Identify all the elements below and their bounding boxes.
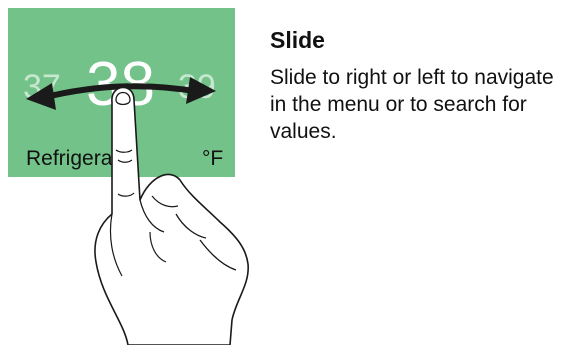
finger-swipe-icon [95,87,248,345]
instruction-description: Slide to right or left to navigate in th… [270,64,570,145]
instruction-title: Slide [270,27,325,54]
